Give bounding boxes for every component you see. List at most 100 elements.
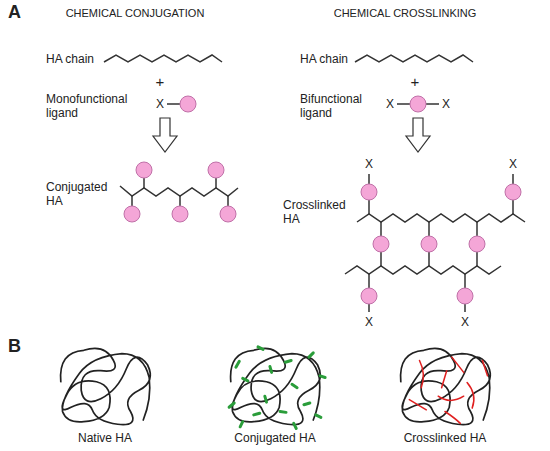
conjugated-tangle bbox=[229, 347, 325, 429]
polymer-tangle bbox=[401, 348, 491, 424]
reactive-group: X bbox=[365, 315, 373, 329]
conjugate-mark bbox=[258, 347, 263, 350]
ha-chain bbox=[345, 266, 501, 274]
crosslink-line bbox=[442, 371, 447, 388]
reactive-group: X bbox=[509, 157, 517, 171]
crosslink-line bbox=[409, 400, 426, 410]
ligand-bond bbox=[464, 304, 466, 312]
conjugate-mark bbox=[280, 410, 286, 414]
conjugate-mark bbox=[240, 422, 243, 427]
ligand-circle bbox=[421, 236, 437, 252]
ligand-bond bbox=[368, 174, 370, 184]
ha-chain bbox=[355, 55, 473, 62]
ligand-circle bbox=[410, 96, 426, 112]
ligand-bond bbox=[368, 304, 370, 312]
ha-chain bbox=[104, 55, 222, 62]
conjugate-mark bbox=[265, 396, 267, 402]
conjugate-mark bbox=[292, 384, 297, 387]
ligand-bond bbox=[428, 222, 430, 236]
ligand-bond bbox=[143, 178, 145, 188]
ha-chain bbox=[357, 214, 525, 222]
plus-sign: + bbox=[411, 73, 420, 91]
component-label: Monofunctional ligand bbox=[46, 92, 141, 121]
conjugate-mark bbox=[316, 415, 321, 418]
ligand-circle bbox=[373, 236, 389, 252]
ligand-circle bbox=[124, 206, 140, 222]
reactive-group: X bbox=[365, 157, 373, 171]
ligand-bond bbox=[227, 196, 229, 206]
reaction-arrow bbox=[153, 118, 177, 152]
ligand-bond bbox=[368, 200, 370, 214]
conjugated-circles bbox=[124, 162, 236, 222]
panel-letter: A bbox=[8, 2, 21, 24]
crosslink-line bbox=[482, 361, 487, 376]
conjugate-mark bbox=[236, 361, 239, 367]
ligand-circle bbox=[220, 206, 236, 222]
ligand-bond bbox=[215, 178, 217, 188]
ligand-circle bbox=[180, 96, 196, 112]
ligand-bond bbox=[368, 274, 370, 288]
ligand-bond bbox=[397, 103, 410, 105]
ligand-bond bbox=[131, 196, 133, 206]
crosslink-line bbox=[420, 361, 424, 388]
component-label: HA chain bbox=[46, 52, 94, 66]
reactive-group: X bbox=[442, 97, 450, 111]
structure-caption: Crosslinked HA bbox=[404, 431, 487, 445]
ligand-circle bbox=[469, 236, 485, 252]
ligand-bond bbox=[512, 200, 514, 214]
polymer-tangle bbox=[61, 348, 151, 424]
crosslink-line bbox=[445, 412, 460, 424]
reactive-group: X bbox=[461, 315, 469, 329]
polymer-tangle bbox=[231, 348, 321, 424]
plus-sign: + bbox=[156, 73, 165, 91]
native-tangle bbox=[61, 348, 151, 424]
conjugate-mark bbox=[229, 403, 234, 407]
ligand-circle bbox=[208, 162, 224, 178]
crosslinked-tangle bbox=[401, 348, 491, 424]
ligand-circle bbox=[361, 184, 377, 200]
ligand-bond bbox=[380, 252, 382, 266]
conjugated-ligands bbox=[132, 178, 228, 206]
ligand-circle bbox=[136, 162, 152, 178]
reactive-group: X bbox=[156, 97, 164, 111]
ha-chain bbox=[120, 186, 238, 196]
conjugate-mark bbox=[254, 413, 260, 415]
ligand-bond bbox=[428, 252, 430, 266]
product-label: Crosslinked HA bbox=[283, 198, 351, 227]
conjugate-mark bbox=[309, 353, 313, 357]
panel-title: CHEMICAL CONJUGATION bbox=[66, 7, 205, 20]
ligand-circle bbox=[505, 184, 521, 200]
structure-caption: Native HA bbox=[78, 431, 132, 445]
crosslink-circles bbox=[361, 184, 521, 304]
component-label: HA chain bbox=[300, 52, 348, 66]
ligand-bond bbox=[380, 222, 382, 236]
ligand-circle bbox=[457, 288, 473, 304]
ligand-circle bbox=[172, 206, 188, 222]
product-label: Conjugated HA bbox=[46, 180, 114, 209]
panel-letter: B bbox=[8, 336, 21, 358]
ligand-circle bbox=[361, 288, 377, 304]
crosslink-lines bbox=[409, 357, 487, 423]
ligand-bond bbox=[167, 103, 180, 105]
crosslink-line bbox=[452, 357, 464, 372]
crosslink-line bbox=[438, 396, 464, 400]
panel-title: CHEMICAL CROSSLINKING bbox=[334, 7, 477, 20]
conjugate-mark bbox=[243, 378, 248, 381]
reaction-arrow bbox=[406, 118, 430, 152]
conjugate-mark bbox=[304, 403, 310, 405]
ligand-bond bbox=[179, 196, 181, 206]
structure-caption: Conjugated HA bbox=[234, 431, 315, 445]
crosslink-line bbox=[467, 383, 474, 409]
ligand-bond bbox=[512, 174, 514, 184]
crosslink-bonds bbox=[369, 174, 513, 312]
conjugate-mark bbox=[294, 423, 297, 428]
ligand-bond bbox=[476, 252, 478, 266]
component-label: Bifunctional ligand bbox=[300, 92, 380, 121]
conjugate-mark bbox=[285, 361, 291, 363]
conjugation-marks bbox=[229, 347, 325, 429]
reactive-group: X bbox=[386, 97, 394, 111]
conjugate-mark bbox=[270, 366, 272, 372]
ligand-bond bbox=[476, 222, 478, 236]
conjugate-mark bbox=[320, 376, 325, 378]
